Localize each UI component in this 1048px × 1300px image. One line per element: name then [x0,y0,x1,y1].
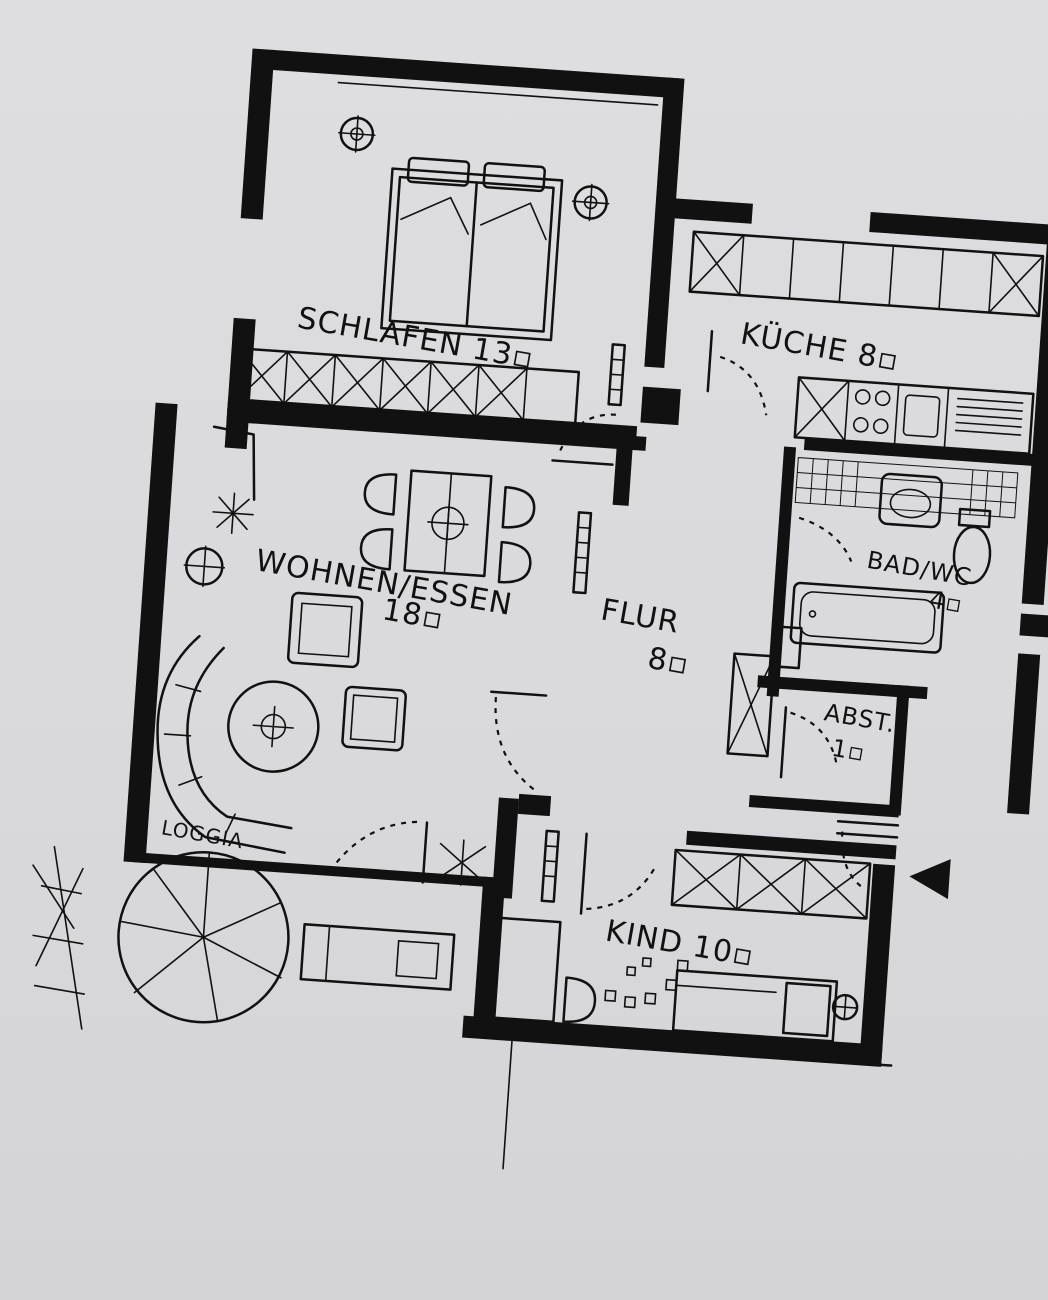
living-dining-room [156,425,593,886]
kitchen [688,230,1045,455]
exterior-walls [123,48,1048,1067]
bedroom [234,81,659,466]
bathroom [777,457,1019,670]
dimension-line [1041,624,1048,627]
toys-icon [604,957,689,1009]
room-label-schlafen: SCHLAFEN 13▫ [295,301,537,377]
room-label-bad: BAD/WC [865,546,974,592]
bath-tiles [794,457,1019,519]
storage-room [726,652,839,779]
loggia [32,845,456,1030]
kid-room [492,829,893,1170]
loggia-plant-icon [437,839,487,886]
floor-plan-group: SCHLAFEN 13▫ [32,48,1048,1170]
room-label-flur-area: 8▫ [645,641,692,683]
room-label-bad-area: 4▫ [927,585,965,618]
outside-plant-icon [32,845,85,1030]
room-label-flur: FLUR [598,593,682,641]
entrance-marker-icon [909,859,951,900]
room-label-abst-area: 1▫ [830,734,868,767]
wardrobe-doors [235,347,528,422]
interior-walls [133,77,1045,899]
room-label-abst: ABST. [822,698,898,738]
hallway [579,819,951,915]
room-label-kind: KIND 10▫ [603,914,757,975]
room-label-kueche: KÜCHE 8▫ [738,316,902,379]
plant-icon [212,492,254,535]
